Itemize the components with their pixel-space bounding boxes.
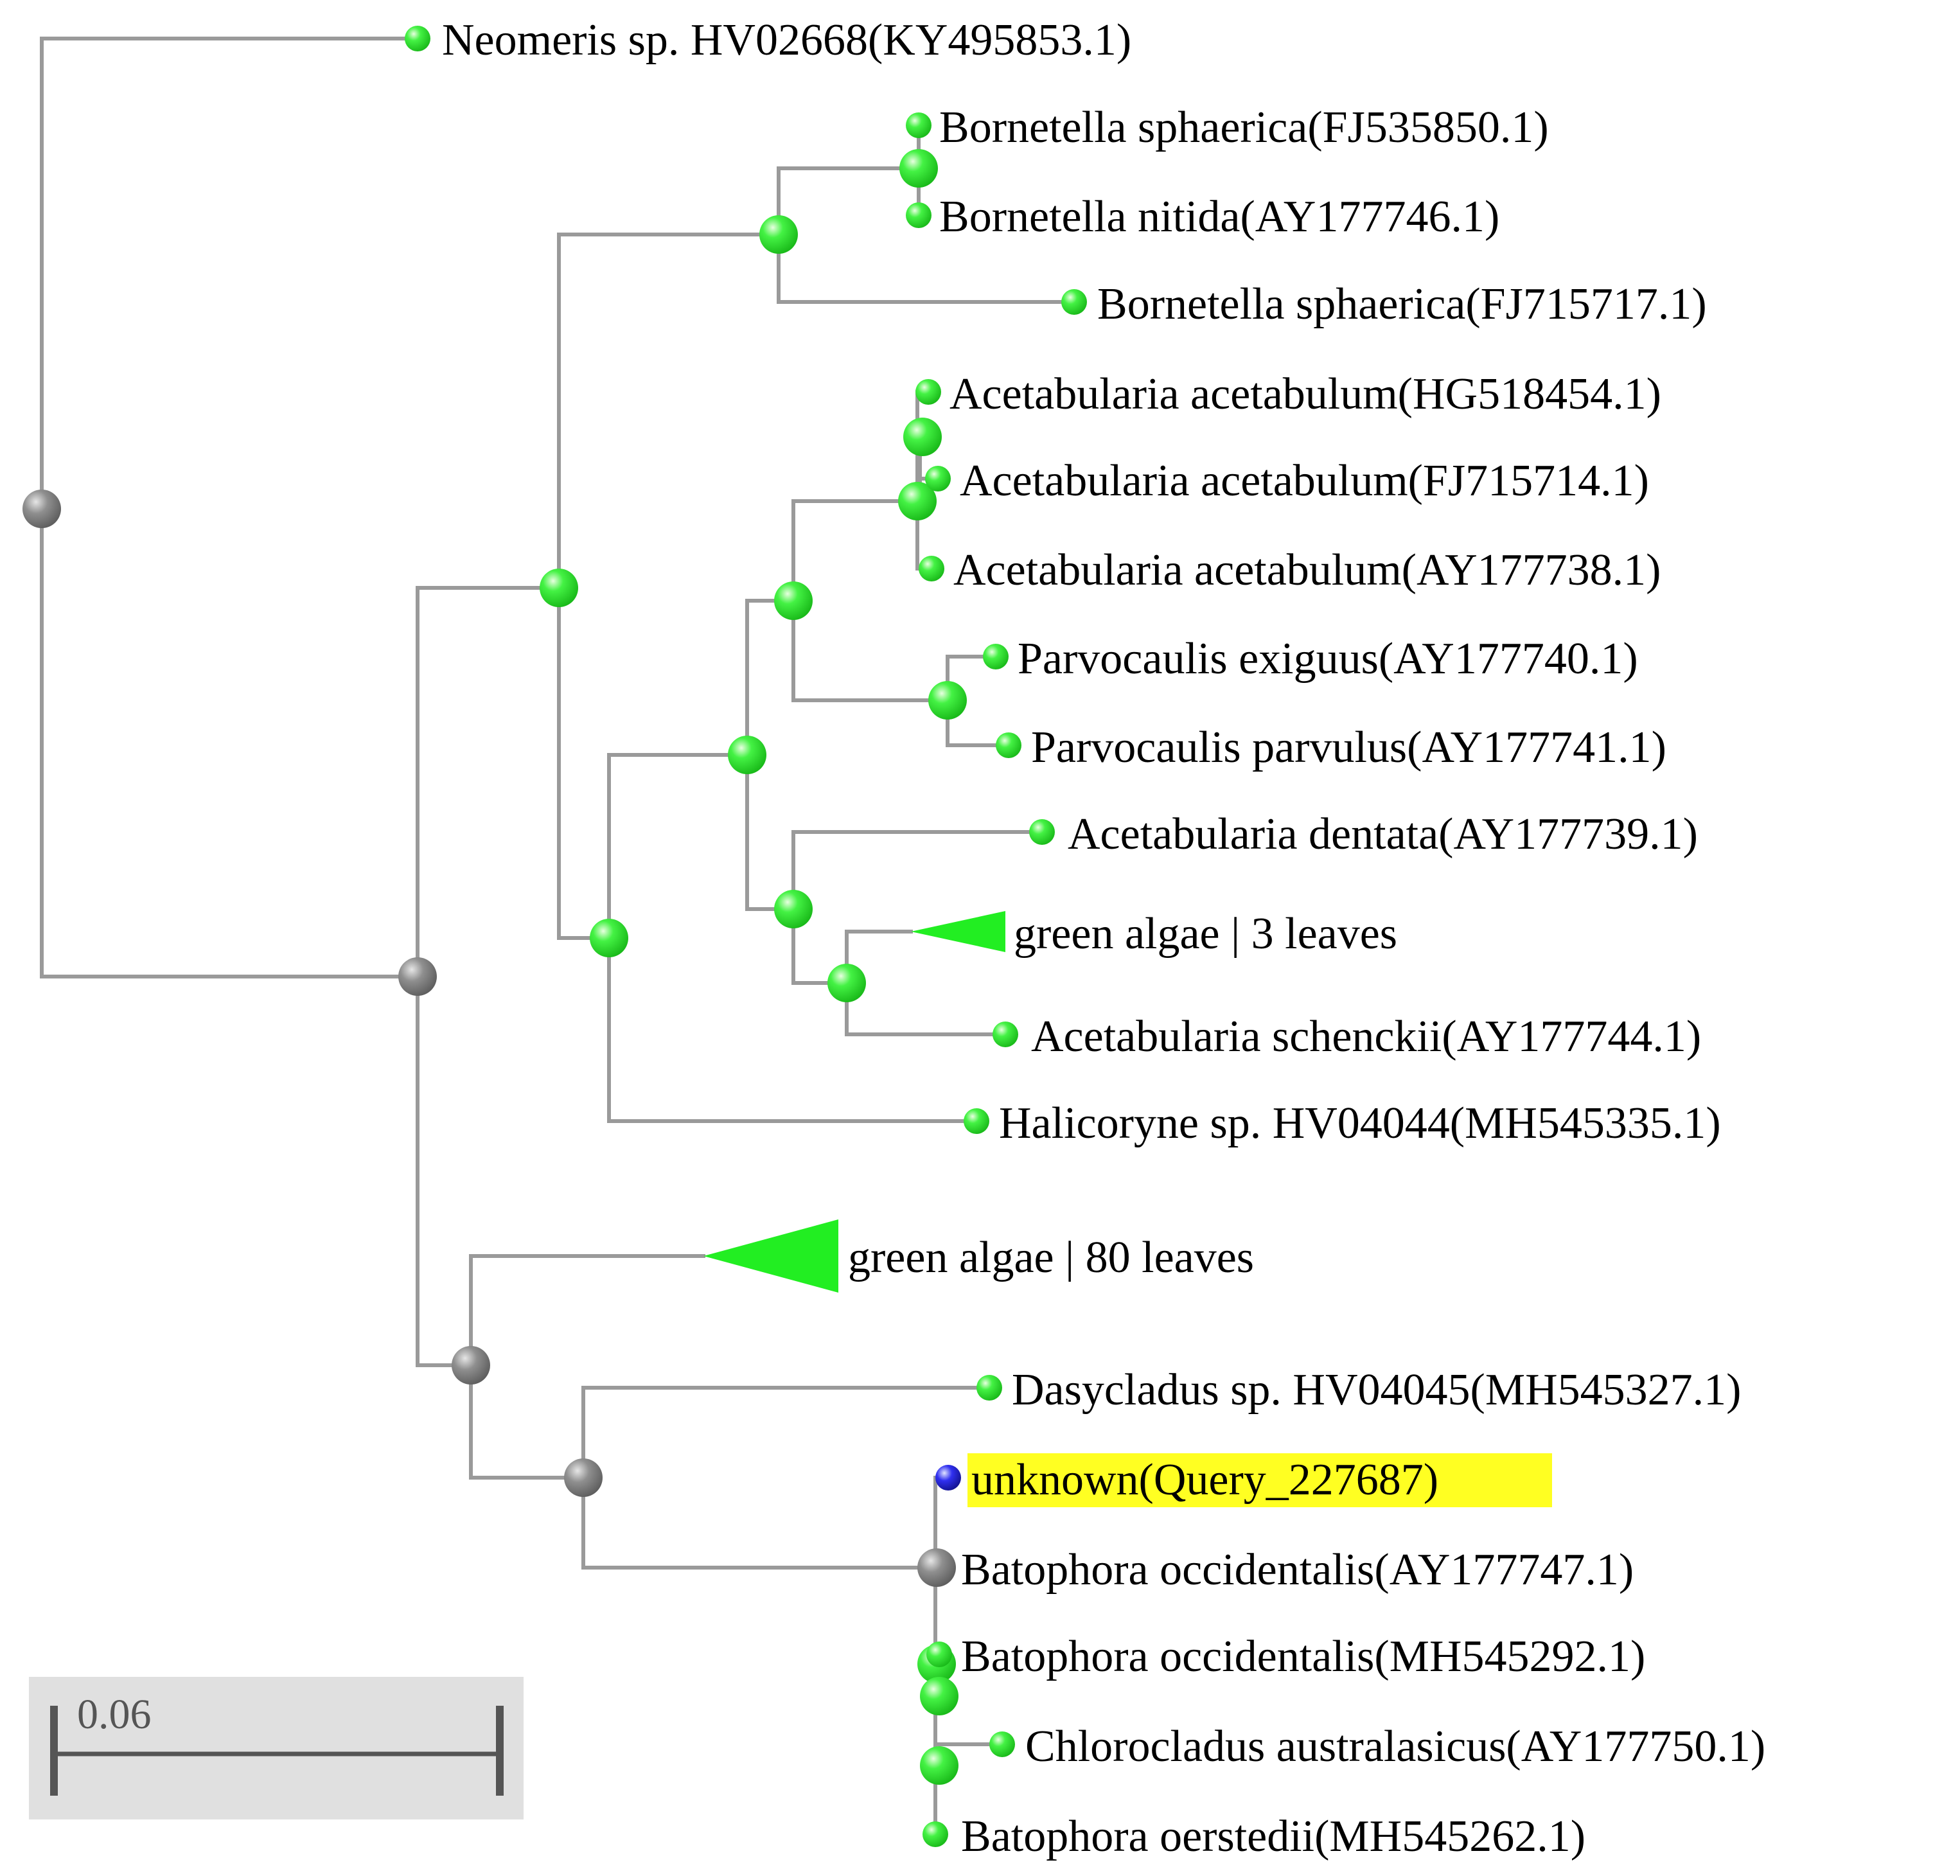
leaf-label[interactable]: Batophora occidentalis(MH545292.1) [961, 1632, 1645, 1681]
internal-node[interactable] [398, 957, 437, 996]
leaf-node[interactable] [906, 112, 931, 138]
leaf-label[interactable]: Acetabularia dentata(AY177739.1) [1068, 810, 1698, 859]
leaf-node[interactable] [405, 26, 430, 51]
internal-node[interactable] [903, 418, 942, 456]
query-highlight [967, 1453, 1552, 1507]
internal-node[interactable] [540, 569, 578, 607]
leaf-label[interactable]: Parvocaulis exiguus(AY177740.1) [1018, 634, 1638, 684]
leaf-label[interactable]: Dasycladus sp. HV04045(MH545327.1) [1012, 1365, 1741, 1415]
leaf-label[interactable]: Halicoryne sp. HV04044(MH545335.1) [999, 1099, 1721, 1148]
internal-node[interactable] [920, 1677, 958, 1715]
leaf-node[interactable] [996, 732, 1021, 758]
scale-bar: 0.06 [29, 1677, 524, 1819]
leaf-node[interactable] [976, 1375, 1002, 1401]
internal-node[interactable] [590, 919, 628, 957]
leaf-node[interactable] [1029, 819, 1055, 845]
leaf-label[interactable]: Neomeris sp. HV02668(KY495853.1) [442, 15, 1131, 65]
scale-bar-background [29, 1677, 524, 1819]
leaf-label[interactable]: Bornetella sphaerica(FJ715717.1) [1097, 279, 1707, 329]
query-label[interactable]: unknown(Query_227687) [971, 1455, 1438, 1505]
leaf-label[interactable]: Acetabularia schenckii(AY177744.1) [1031, 1012, 1701, 1061]
internal-node[interactable] [920, 1746, 958, 1785]
leaf-node[interactable] [1061, 289, 1087, 315]
internal-node[interactable] [564, 1458, 603, 1497]
leaf-label[interactable]: Acetabularia acetabulum(HG518454.1) [949, 369, 1661, 419]
leaf-node[interactable] [906, 202, 931, 228]
leaf-node[interactable] [926, 1642, 952, 1667]
collapsed-clade-triangle[interactable] [911, 911, 1005, 952]
leaf-label[interactable]: Chlorocladus australasicus(AY177750.1) [1025, 1722, 1765, 1771]
leaf-node[interactable] [919, 556, 944, 581]
internal-node[interactable] [452, 1346, 490, 1385]
internal-node[interactable] [728, 736, 766, 774]
leaf-markers [405, 26, 1087, 1847]
leaf-label[interactable]: Acetabularia acetabulum(AY177738.1) [953, 545, 1661, 595]
internal-node[interactable] [928, 681, 967, 720]
leaf-node[interactable] [993, 1022, 1018, 1047]
leaf-label[interactable]: Bornetella nitida(AY177746.1) [939, 192, 1499, 242]
internal-node[interactable] [898, 482, 937, 520]
collapsed-clade-label[interactable]: green algae | 80 leaves [848, 1233, 1254, 1282]
leaf-label[interactable]: Parvocaulis parvulus(AY177741.1) [1031, 723, 1666, 772]
internal-node[interactable] [899, 149, 938, 188]
leaf-node[interactable] [923, 1821, 948, 1847]
collapsed-clades [703, 911, 1005, 1293]
leaf-node[interactable] [989, 1731, 1015, 1757]
internal-nodes [22, 149, 967, 1785]
internal-node[interactable] [774, 581, 813, 620]
leaf-label[interactable]: Batophora oerstedii(MH545262.1) [961, 1812, 1585, 1861]
leaf-label[interactable]: Bornetella sphaerica(FJ535850.1) [939, 103, 1549, 152]
internal-node[interactable] [827, 964, 866, 1002]
internal-node[interactable] [759, 215, 798, 254]
leaf-labels: Neomeris sp. HV02668(KY495853.1) Bornete… [442, 15, 1765, 1861]
leaf-node[interactable] [964, 1108, 989, 1134]
collapsed-clade-label[interactable]: green algae | 3 leaves [1014, 909, 1397, 959]
collapsed-clade-triangle[interactable] [703, 1219, 838, 1293]
leaf-node[interactable] [915, 379, 941, 405]
scale-bar-label: 0.06 [77, 1691, 152, 1738]
leaf-node[interactable] [925, 466, 951, 491]
leaf-label[interactable]: Batophora occidentalis(AY177747.1) [961, 1545, 1634, 1595]
leaf-label[interactable]: Acetabularia acetabulum(FJ715714.1) [960, 456, 1649, 506]
internal-node[interactable] [774, 890, 813, 928]
internal-node[interactable] [22, 490, 61, 528]
leaf-node[interactable] [983, 644, 1009, 669]
internal-node[interactable] [917, 1548, 956, 1587]
query-leaf-node[interactable] [935, 1465, 961, 1491]
